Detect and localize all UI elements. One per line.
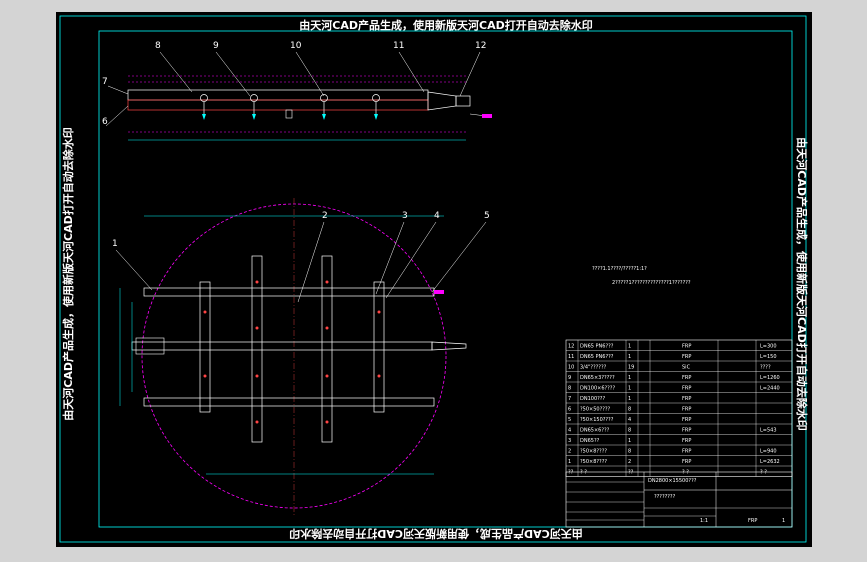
parts-row-mat: FRP [682, 354, 691, 360]
parts-row-qty: 2 [628, 459, 631, 465]
parts-row-mat: FRP [682, 344, 691, 350]
parts-row-mat: FRP [682, 417, 691, 423]
label-5: 5 [484, 211, 490, 221]
parts-row-note: L=940 [760, 449, 777, 455]
title-block-material: FRP [748, 518, 757, 524]
parts-row-note: L=1260 [760, 375, 780, 381]
parts-row-name: ?50×150???? [580, 417, 614, 423]
title-block-sheet: 1 [782, 518, 785, 524]
parts-row-no: 2 [568, 449, 571, 455]
label-12: 12 [475, 41, 486, 51]
watermark-right: 由天河CAD产品生成，使用新版天河CAD打开自动去除水印 [795, 137, 809, 430]
top-view [105, 51, 492, 141]
parts-header-row-name: ? ? [580, 470, 587, 476]
outer-frame [59, 15, 807, 543]
parts-row-qty: 8 [628, 428, 631, 434]
watermark-bottom: 由天河CAD产品生成，使用新版天河CAD打开自动去除水印 [289, 527, 582, 541]
parts-row-no: 6 [568, 407, 571, 413]
label-4: 4 [434, 211, 440, 221]
label-9: 9 [213, 41, 219, 51]
title-block-title: DN2800×15500??? [648, 478, 697, 484]
parts-row-mat: FRP [682, 386, 691, 392]
parts-row-qty: 1 [628, 354, 631, 360]
inner-frame [98, 30, 793, 528]
parts-row-no: 11 [568, 354, 574, 360]
parts-row-note: L=300 [760, 344, 777, 350]
parts-row-qty: 1 [628, 396, 631, 402]
parts-row-name: ?50×8???? [580, 449, 607, 455]
parts-header-row-note: ? ? [760, 470, 767, 476]
parts-header-row-qty: ?? [628, 470, 634, 476]
title-block-subtitle: ???????? [654, 494, 676, 500]
parts-row-qty: 1 [628, 438, 631, 444]
parts-row-qty: 4 [628, 417, 631, 423]
parts-row-no: 10 [568, 365, 574, 371]
parts-row-mat: FRP [682, 438, 691, 444]
label-11: 11 [393, 41, 404, 51]
parts-row-name: DN65?? [580, 438, 600, 444]
parts-header-row-mat: ? ? [682, 470, 689, 476]
note-line-2: 2?????1??????????????1??????? [612, 280, 691, 286]
parts-row-no: 1 [568, 459, 571, 465]
parts-row-note: L=2632 [760, 459, 780, 465]
parts-row-note: ???? [760, 365, 771, 371]
parts-row-no: 3 [568, 438, 571, 444]
parts-row-mat: FRP [682, 407, 691, 413]
parts-row-mat: FRP [682, 459, 691, 465]
watermark-left: 由天河CAD产品生成，使用新版天河CAD打开自动去除水印 [61, 127, 75, 420]
parts-row-name: DN65×6??? [580, 428, 610, 434]
parts-row-note: L=2440 [760, 386, 780, 392]
parts-row-qty: 8 [628, 449, 631, 455]
parts-row-mat: FRP [682, 449, 691, 455]
parts-row-qty: 1 [628, 375, 631, 381]
parts-row-mat: FRP [682, 375, 691, 381]
label-10: 10 [290, 41, 302, 51]
plan-view [115, 198, 487, 517]
label-1: 1 [112, 239, 118, 249]
watermark-top: 由天河CAD产品生成，使用新版天河CAD打开自动去除水印 [299, 18, 592, 32]
parts-row-name: DN65 PN6??? [580, 344, 614, 350]
cad-drawing: 由天河CAD产品生成，使用新版天河CAD打开自动去除水印 由天河CAD产品生成，… [59, 15, 809, 543]
parts-row-name: DN65 PN6??? [580, 354, 614, 360]
parts-row-mat: SiC [682, 365, 691, 371]
parts-row-note: L=150 [760, 354, 777, 360]
parts-row-no: 12 [568, 344, 574, 350]
parts-row-no: 7 [568, 396, 571, 402]
title-block-scale: 1:1 [700, 518, 708, 524]
parts-row-name: DN100×6???? [580, 386, 615, 392]
label-6: 6 [102, 117, 108, 127]
label-3: 3 [402, 211, 408, 221]
cad-drawing-canvas: 由天河CAD产品生成，使用新版天河CAD打开自动去除水印 由天河CAD产品生成，… [56, 12, 812, 547]
note-line-1: ????1.1????/?????1:1? [592, 266, 647, 272]
parts-row-no: 5 [568, 417, 571, 423]
parts-row-no: 8 [568, 386, 571, 392]
label-2: 2 [322, 211, 328, 221]
label-7: 7 [102, 77, 108, 87]
parts-row-name: 3/4"?????? [580, 365, 607, 371]
parts-row-qty: 8 [628, 407, 631, 413]
parts-row-note: L=543 [760, 428, 777, 434]
parts-row-no: 4 [568, 428, 571, 434]
parts-row-mat: FRP [682, 428, 691, 434]
parts-header-row-no: ?? [568, 470, 574, 476]
parts-row-no: 9 [568, 375, 571, 381]
parts-row-qty: 1 [628, 386, 631, 392]
parts-row-name: ?50×50???? [580, 407, 611, 413]
parts-row-name: DN65×3????? [580, 375, 615, 381]
parts-row-name: ?50×8???? [580, 459, 607, 465]
parts-row-name: DN100??? [580, 396, 605, 402]
parts-row-mat: FRP [682, 396, 691, 402]
label-8: 8 [155, 41, 161, 51]
parts-row-qty: 1 [628, 344, 631, 350]
parts-row-qty: 19 [628, 365, 634, 371]
title-block: DN2800×15500??? ???????? FRP 1 1:1 [565, 471, 793, 528]
